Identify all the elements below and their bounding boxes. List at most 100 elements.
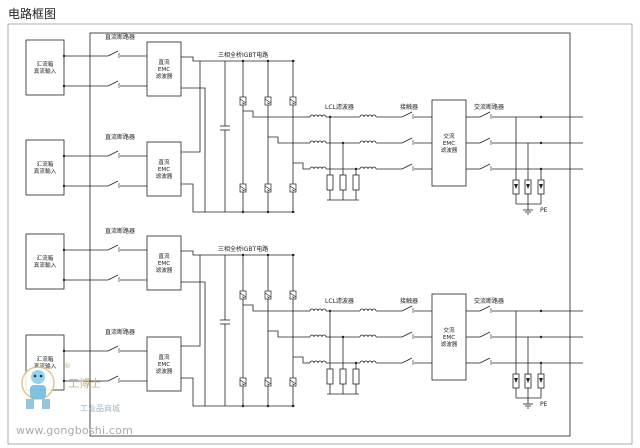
igbt-switch-upper [289,290,297,300]
ac-emc-filter-label: EMC [443,335,455,341]
dc-emc-filter-label: 直流 [158,252,170,260]
switch-blade [107,50,119,57]
switch-blade [107,80,119,87]
dc-emc-filter-label: 滤波器 [156,172,173,180]
combiner-box-box [25,39,65,96]
dc-emc-filter-label: 直流 [158,58,170,66]
combiner-box-label: 汇流箱 [37,254,54,262]
junction-dot [241,59,245,63]
wire [293,162,305,170]
dc-emc-filter-label: 直流 [158,353,170,361]
surge-arrow [539,184,543,189]
switch-blade [401,137,413,144]
switch-blade [107,274,119,281]
watermark-url: www.gongboshi.com [16,424,134,437]
combiner-box-label: 汇流箱 [37,60,54,68]
junction-dot [62,54,66,58]
ac-emc-filter-box [431,99,467,187]
switch-blade [401,163,413,170]
ac-emc-filter-label: 滤波器 [441,340,458,348]
inverter-unit: 三相全桥IGBT电路LCL滤波器接触器交流EMC滤波器交流断路器PE [181,51,583,215]
surge-arrow [514,378,518,383]
igbt-switch-upper [239,96,247,106]
junction-dot [62,248,66,252]
inductor [359,166,377,170]
inductor [309,166,327,170]
igbt-switch-lower [264,377,272,387]
inverter-unit: 三相全桥IGBT电路LCL滤波器接触器交流EMC滤波器交流断路器PE [181,245,583,409]
surge-arrow [514,184,518,189]
switch-blade [107,150,119,157]
igbt-switch-upper [264,290,272,300]
switch-blade [401,331,413,338]
junction-dot [539,141,543,145]
inductor [359,360,377,364]
dc-emc-filter-label: 滤波器 [156,367,173,375]
inductor [359,140,377,144]
dc-emc-filter-box [146,41,182,97]
junction-dot [62,184,66,188]
junction-dot [62,154,66,158]
switch-blade [107,345,119,352]
pe-label: PE [540,401,548,408]
junction-dot [266,210,270,214]
junction-dot [539,309,543,313]
junction-dot [62,84,66,88]
switch-blade [107,244,119,251]
junction-dot [62,349,66,353]
wire [293,356,305,364]
switch-blade [107,180,119,187]
contactor-label: 接触器 [400,297,418,305]
junction-dot [266,404,270,408]
igbt-bridge-label: 三相全桥IGBT电路 [218,245,268,253]
switch-blade [479,111,491,118]
dc-emc-filter-box [146,141,182,197]
inductor [309,360,327,364]
combiner-box-label: 真流輸入 [34,167,57,175]
switch-blade [479,163,491,170]
dc-emc-filter-label: EMC [158,362,170,368]
page-title: 电路框图 [8,7,57,21]
wire [181,87,206,212]
junction-dot [241,404,245,408]
svg-text:®: ® [64,362,71,370]
dc-emc-filter-label: 滤波器 [156,266,173,274]
dc-breaker-label: 直流断路器 [105,227,135,235]
inductor [359,334,377,338]
combiner-box-box [25,233,65,290]
igbt-switch-lower [239,183,247,193]
wire [268,136,305,144]
wire [181,281,206,406]
junction-dot [539,115,543,119]
igbt-switch-lower [289,377,297,387]
igbt-switch-lower [289,183,297,193]
junction-dot [62,278,66,282]
lcl-filter-label: LCL滤波器 [325,103,354,111]
junction-dot [241,210,245,214]
junction-dot [62,379,66,383]
combiner-box-label: 真流输入 [34,362,57,370]
filter-capacitor [339,174,347,191]
inductor [309,334,327,338]
combiner-box-box [25,139,65,196]
watermark-logo: 工博士 ® [21,362,101,409]
wire [181,255,201,347]
combiner-inputs: 汇流箱真流輸入直流断路器直流EMC滤波器汇流箱真流輸入直流断路器直流EMC滤波器… [25,33,182,392]
dc-breaker-label: 直流断路器 [105,133,135,141]
ac-breaker-label: 交流断路器 [474,103,504,111]
inductor [309,140,327,144]
filter-capacitor [326,368,334,385]
ac-emc-filter-label: 交流 [443,326,455,334]
combiner-box-label: 汇流箱 [37,160,54,168]
junction-dot [291,210,295,214]
inductor [359,308,377,312]
junction-dot [291,253,295,257]
